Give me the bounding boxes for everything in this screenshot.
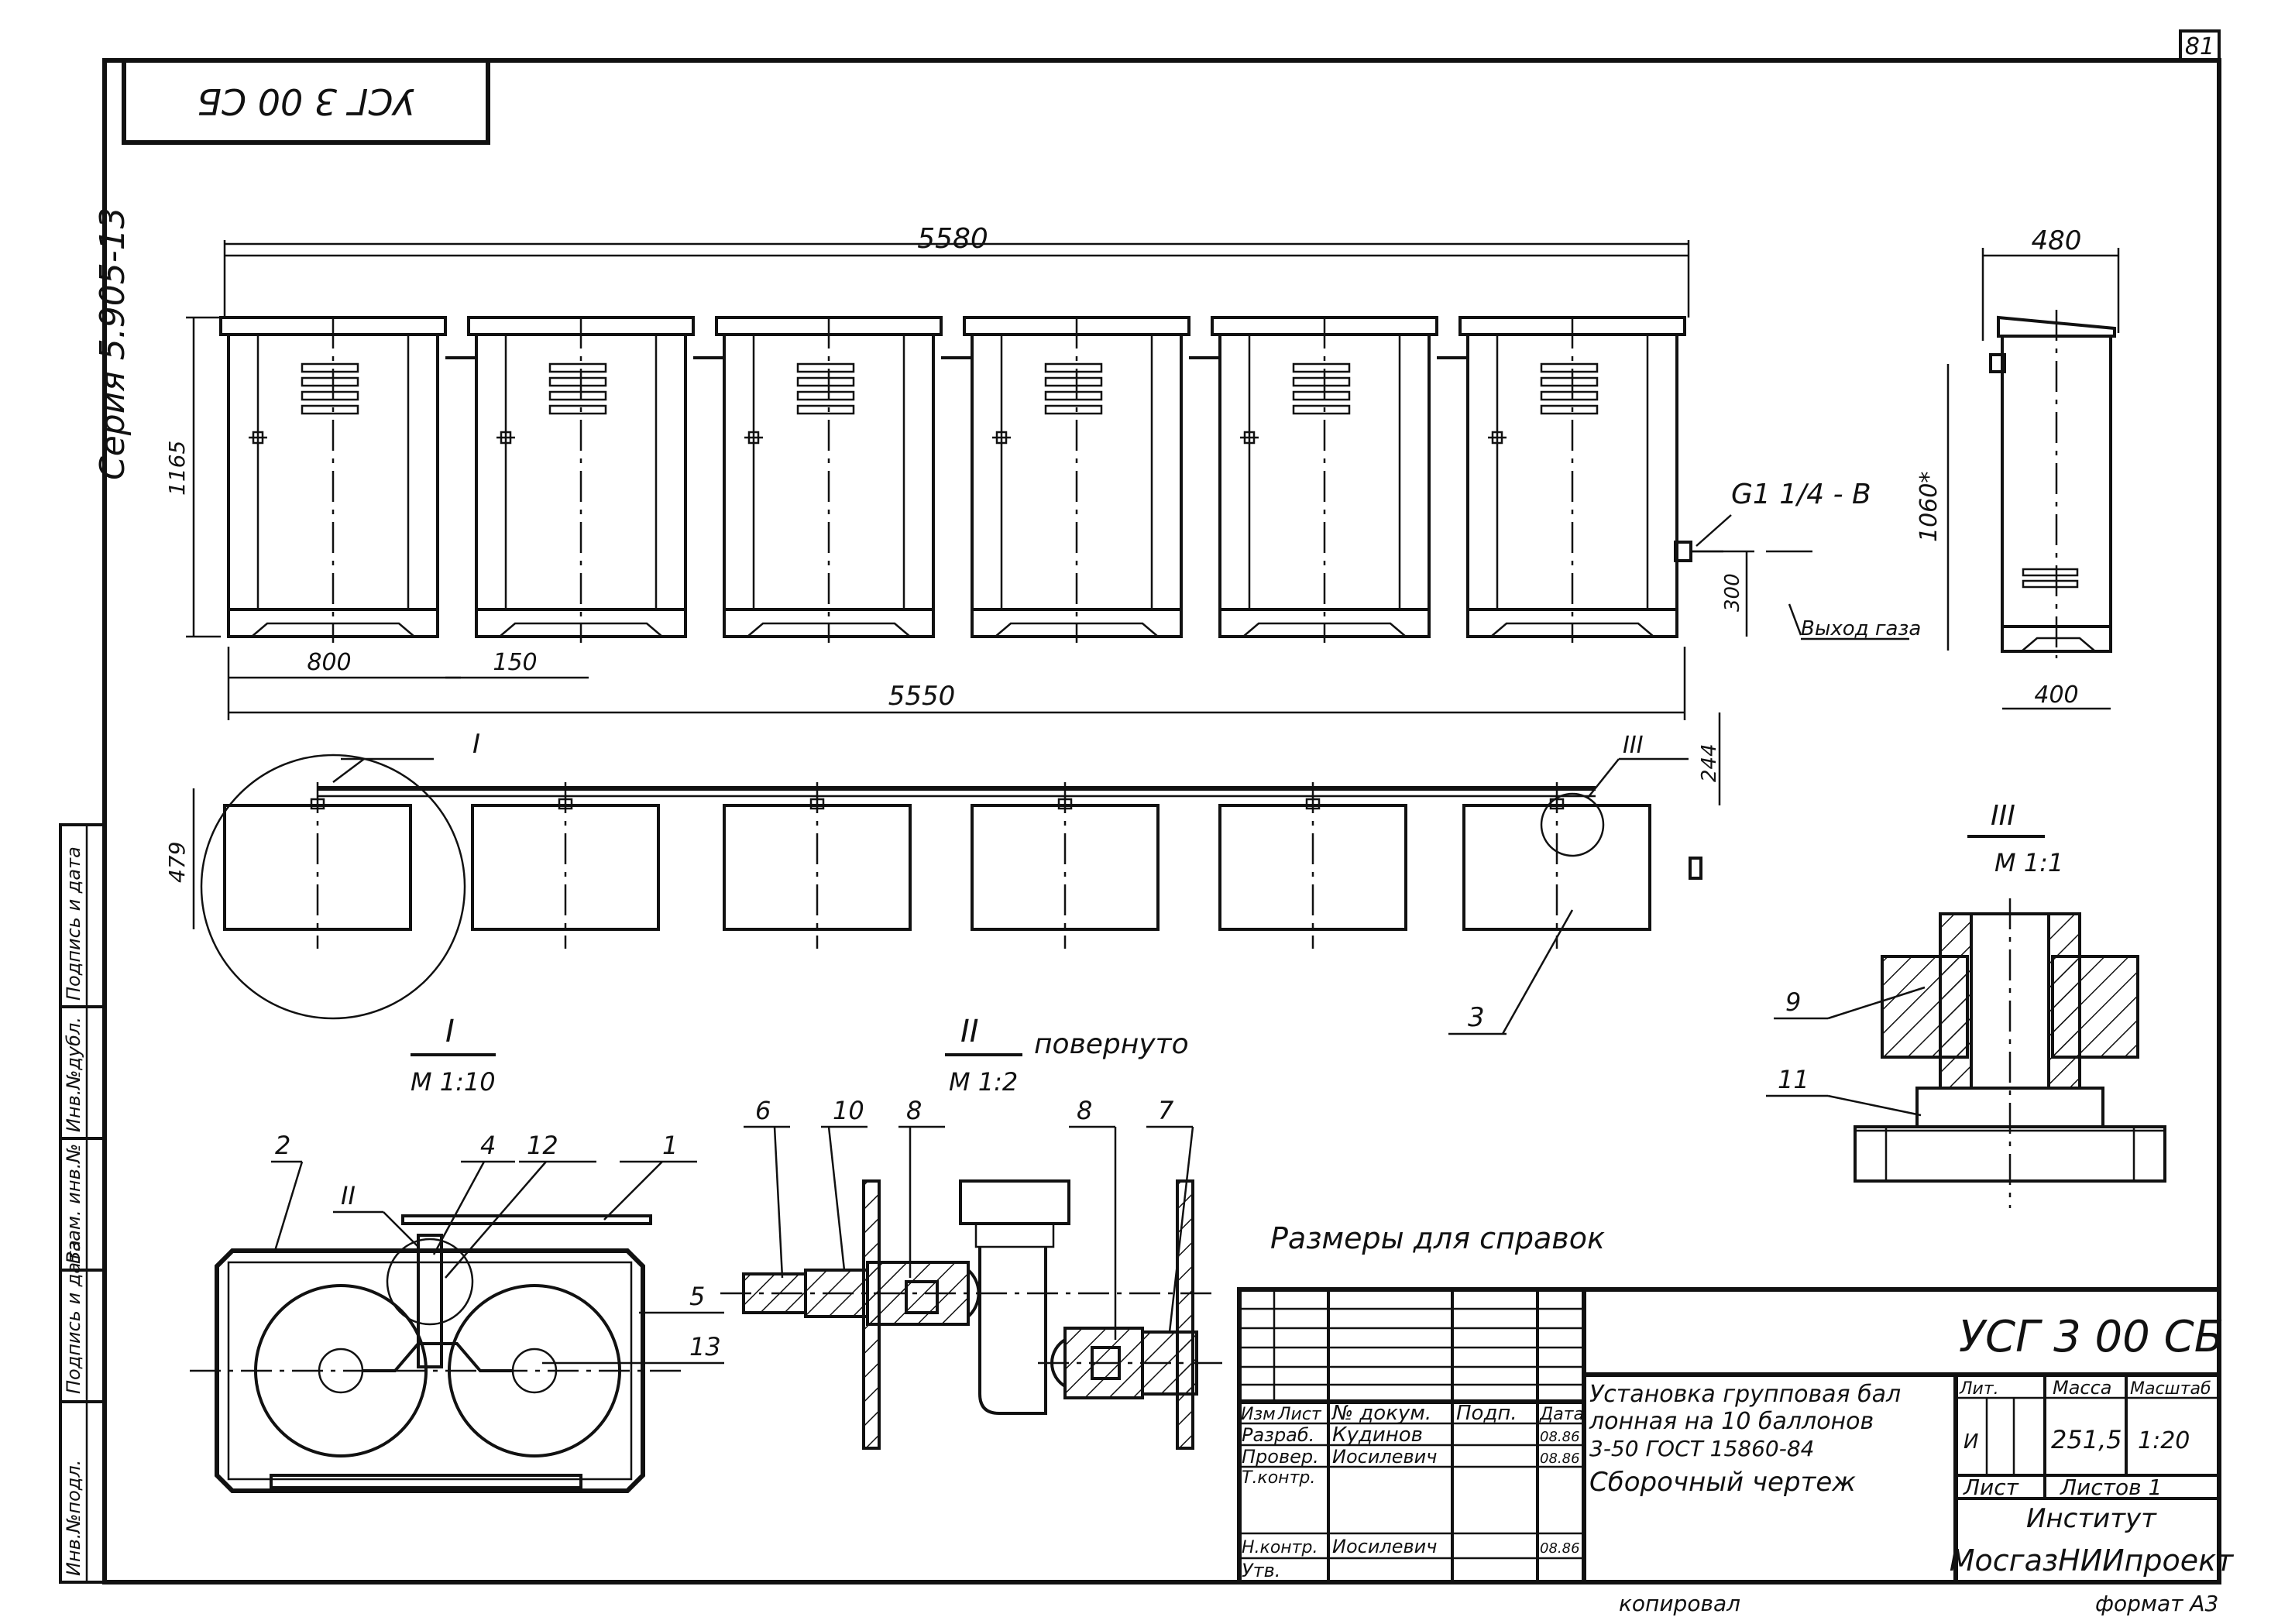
part-8b: 8 — [1077, 1096, 1092, 1125]
date-developer: 08.86 — [1540, 1429, 1580, 1445]
detail-iii: III М 1:1 9 11 — [1766, 800, 2166, 1208]
detail-ii-id: II — [960, 1014, 979, 1049]
role-approved: Утв. — [1242, 1560, 1280, 1581]
title-line-1: Установка групповая бал — [1589, 1381, 1901, 1408]
plan-callout-iii: III — [1623, 732, 1644, 759]
stamp-replace-inv: Взам. инв.№ — [63, 1144, 84, 1264]
sheets-label: Листов 1 — [2060, 1475, 2162, 1500]
front-dimensions: 5580 1165 800 150 5550 300 G1 1/4 - B Вы… — [164, 223, 1921, 720]
org-line-2: МосгазНИИпроект — [1950, 1543, 2235, 1578]
copied-by-label: копировал — [1619, 1591, 1740, 1616]
detail-iii-id: III — [1991, 800, 2015, 832]
detail-iii-scale: М 1:1 — [1994, 848, 2063, 877]
name-checker: Иосилевич — [1332, 1446, 1437, 1468]
part-3: 3 — [1468, 1002, 1485, 1033]
side-view: 480 1060* 400 — [1915, 225, 2120, 710]
role-norm-control: Н.контр. — [1242, 1538, 1318, 1557]
col-date: Дата — [1539, 1405, 1584, 1424]
part-5: 5 — [689, 1282, 705, 1311]
format-label: формат А3 — [2095, 1591, 2218, 1616]
part-9: 9 — [1785, 987, 1801, 1017]
role-checker: Провер. — [1242, 1446, 1319, 1468]
gas-outlet-label: Выход газа — [1801, 617, 1921, 640]
stamp-inv-orig: Инв.№подл. — [63, 1460, 84, 1576]
detail-ii: II М 1:2 повернуто 6 10 8 8 7 — [720, 1014, 1224, 1450]
lit-label: Лит. — [1959, 1379, 1999, 1399]
part-4: 4 — [480, 1131, 496, 1160]
part-12: 12 — [527, 1131, 558, 1160]
mass-value: 251,5 — [2051, 1425, 2122, 1454]
mass-label: Масса — [2053, 1377, 2112, 1399]
dim-side-depth: 480 — [2032, 225, 2082, 256]
date-checker: 08.86 — [1540, 1451, 1580, 1467]
stamp-sign-date-2: Подпись и дата — [63, 846, 84, 1001]
part-1: 1 — [662, 1131, 678, 1160]
dim-base-length: 5550 — [888, 681, 956, 712]
sheet-number: 81 — [2185, 33, 2214, 60]
sheet-frame — [102, 58, 2221, 1585]
part-11: 11 — [1778, 1065, 1809, 1094]
sheet-number-box — [2179, 29, 2221, 62]
part-10: 10 — [833, 1096, 864, 1125]
rotated-code: УСГ 3 00 СБ — [197, 81, 414, 122]
title-doc-code: УСГ 3 00 СБ — [1959, 1312, 2224, 1362]
stamp-sign-date-1: Подпись и дата — [63, 1240, 84, 1394]
dim-side-height: 1060* — [1915, 472, 1943, 542]
detail-callout-ii: II — [341, 1181, 356, 1210]
series-label: Серия 5.905-13 — [93, 207, 132, 480]
thread-spec: G1 1/4 - B — [1731, 479, 1871, 510]
detail-ii-note: повернуто — [1034, 1028, 1189, 1060]
dim-overall-length: 5580 — [917, 223, 988, 255]
part-7: 7 — [1158, 1096, 1174, 1125]
plan-view: 479 244 I III — [164, 712, 1721, 1020]
dim-cabinet-width: 800 — [307, 649, 351, 676]
part-13: 13 — [689, 1332, 721, 1361]
detail-i-id: I — [445, 1014, 455, 1049]
part-8a: 8 — [906, 1096, 922, 1125]
dim-side-base: 400 — [2034, 682, 2078, 709]
col-list: Лист — [1277, 1405, 1322, 1424]
scale-label: Масштаб — [2130, 1379, 2211, 1399]
title-line-3: 3-50 ГОСТ 15860-84 — [1589, 1436, 1814, 1461]
stamp-inv-dup: Инв.№дубл. — [63, 1017, 84, 1132]
name-developer: Кудинов — [1332, 1423, 1423, 1447]
dim-plan-depth: 479 — [164, 842, 190, 883]
code-box — [122, 58, 490, 145]
title-line-2: лонная на 10 баллонов — [1589, 1408, 1874, 1435]
role-developer: Разраб. — [1242, 1424, 1314, 1446]
front-view — [219, 242, 1723, 644]
reference-note: Размеры для справок — [1270, 1221, 1605, 1255]
part-6: 6 — [755, 1096, 771, 1125]
dim-outlet-height: 300 — [1721, 573, 1744, 612]
dim-gap: 150 — [493, 649, 537, 676]
part-2: 2 — [275, 1131, 290, 1160]
detail-ii-scale: М 1:2 — [949, 1067, 1018, 1097]
dim-height: 1165 — [164, 441, 190, 496]
col-izm: Изм — [1241, 1405, 1276, 1424]
org-line-1: Институт — [2026, 1503, 2157, 1534]
detail-i: I М 1:10 2 4 12 1 5 13 II — [190, 1014, 724, 1493]
title-block: Изм Лист № докум. Подп. Дата Разраб. Куд… — [1237, 1287, 2235, 1585]
side-stamp: Инв.№подл. Подпись и дата Взам. инв.№ Ин… — [59, 823, 106, 1584]
col-sign: Подп. — [1456, 1402, 1517, 1425]
detail-i-scale: М 1:10 — [411, 1067, 496, 1097]
col-doc: № докум. — [1331, 1402, 1431, 1425]
scale-value: 1:20 — [2138, 1427, 2190, 1454]
date-norm-control: 08.86 — [1540, 1540, 1580, 1557]
plan-callout-i: I — [472, 729, 480, 760]
sheet-label: Лист — [1963, 1475, 2019, 1500]
role-tech-control: Т.контр. — [1242, 1468, 1315, 1488]
name-norm-control: Иосилевич — [1332, 1536, 1437, 1557]
title-line-4: Сборочный чертеж — [1589, 1467, 1856, 1498]
dim-pipe-offset: 244 — [1698, 743, 1721, 782]
lit-value: И — [1964, 1430, 1978, 1454]
